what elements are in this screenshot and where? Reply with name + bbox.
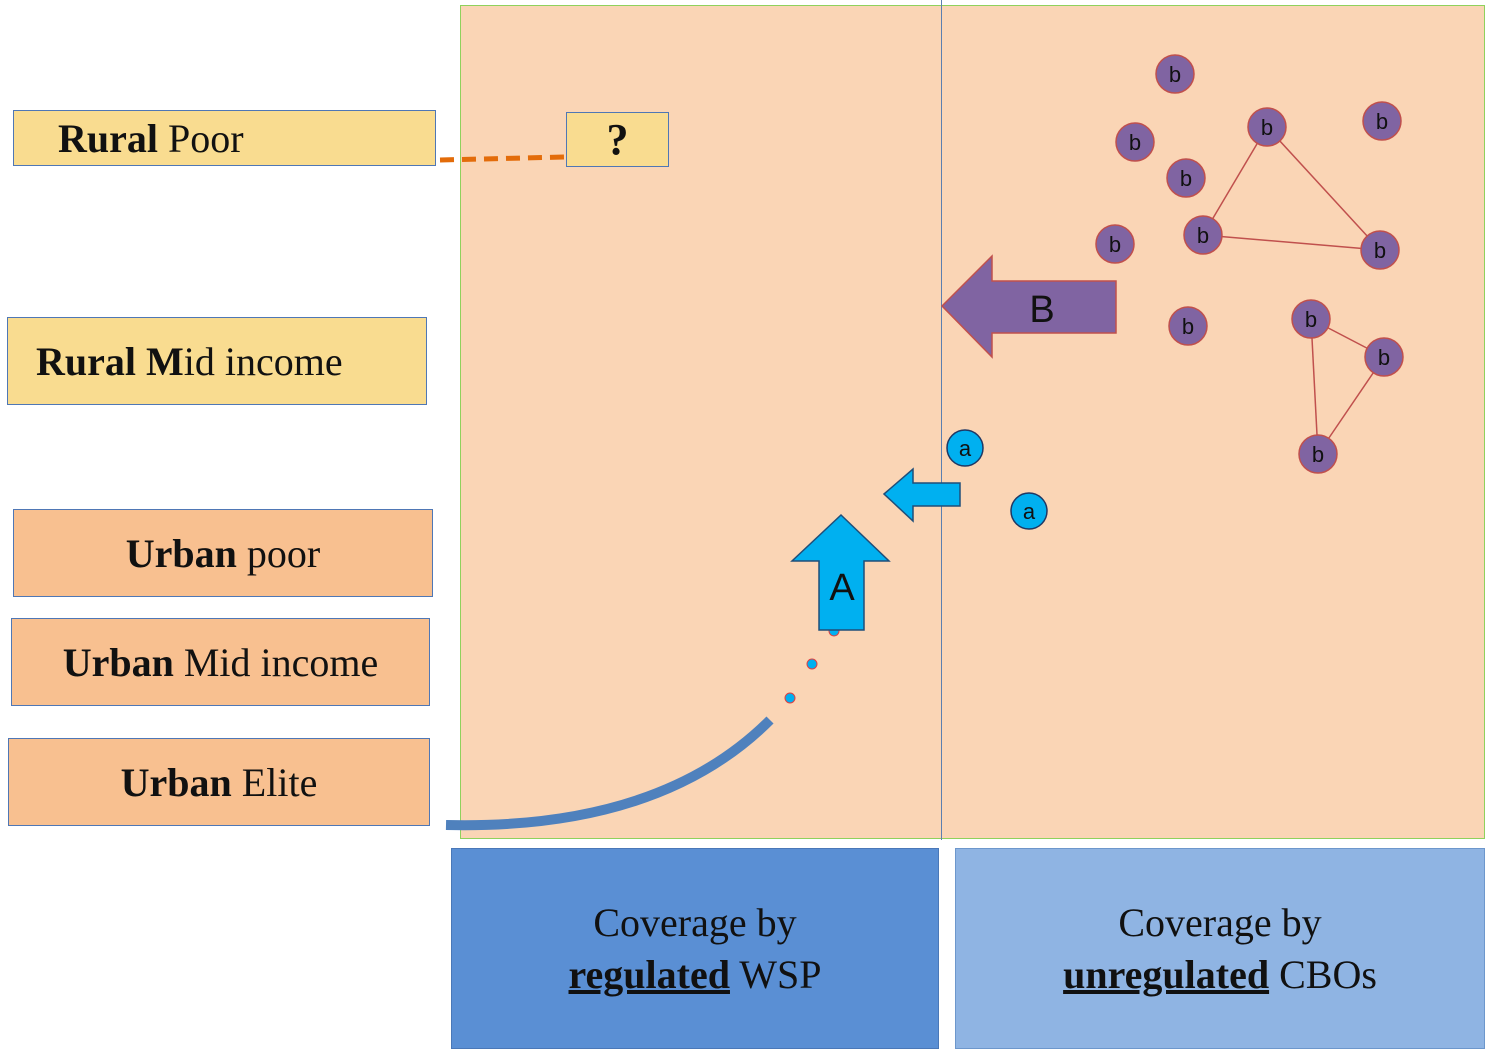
question-box: ? — [566, 112, 669, 167]
arrow-a — [790, 513, 891, 631]
urban-elite-bold: Urban — [120, 759, 232, 805]
urban-poor-bold: Urban — [125, 530, 237, 576]
b-node-label: b — [1261, 115, 1273, 140]
b-node — [1115, 122, 1155, 162]
b-node-label: b — [1376, 109, 1388, 134]
urban-mid-bold: Urban — [62, 639, 174, 685]
b-node-label: b — [1109, 232, 1121, 257]
b-node — [1095, 224, 1135, 264]
regulated-coverage-box: Coverage by regulated WSP — [451, 848, 939, 1049]
urban-poor-rest: poor — [236, 530, 321, 576]
unregulated-line1: Coverage by — [1118, 899, 1322, 945]
urban-poor-label: Urban poor — [13, 509, 433, 597]
rural-mid-rest: id income — [183, 338, 343, 384]
a-node-label: a — [1023, 499, 1036, 524]
unregulated-coverage-box: Coverage by unregulated CBOs — [955, 848, 1485, 1049]
b-node — [1247, 107, 1287, 147]
b-node-label: b — [1169, 62, 1181, 87]
arrow-b — [940, 254, 1117, 359]
b-node — [1298, 434, 1338, 474]
dashed-connector — [439, 154, 566, 163]
unregulated-rest: CBOs — [1269, 951, 1377, 997]
regulated-unregulated-divider — [941, 0, 942, 840]
regulated-line1: Coverage by — [593, 899, 797, 945]
urban-mid-rest: Mid income — [173, 639, 379, 685]
b-node-label: b — [1374, 238, 1386, 263]
rural-poor-rest: Poor — [158, 115, 244, 161]
question-mark: ? — [606, 115, 629, 164]
trail-dot — [806, 658, 818, 670]
b-nodes: b b b b b b b b b b b b — [1095, 54, 1404, 474]
b-node-label: b — [1180, 166, 1192, 191]
b-node — [1166, 158, 1206, 198]
urban-mid-income-label: Urban Mid income — [11, 618, 430, 706]
regulated-line2: regulated WSP — [569, 949, 822, 1001]
a-node — [946, 429, 984, 467]
a-node-label: a — [959, 436, 972, 461]
b-node — [1168, 306, 1208, 346]
rural-mid-bold: Rural M — [36, 338, 184, 384]
a-nodes: a a — [946, 429, 1048, 530]
b-node — [1155, 54, 1195, 94]
b-node-label: b — [1197, 223, 1209, 248]
small-left-arrow — [882, 467, 961, 523]
b-node-label: b — [1305, 307, 1317, 332]
arrow-a-label: A — [829, 567, 855, 609]
regulated-rest: WSP — [729, 951, 822, 997]
trail-dot — [784, 692, 796, 704]
unregulated-line2: unregulated CBOs — [1063, 949, 1377, 1001]
b-node — [1183, 215, 1223, 255]
unregulated-bold: unregulated — [1063, 951, 1270, 997]
b-node-label: b — [1378, 345, 1390, 370]
a-node — [1010, 492, 1048, 530]
b-node-label: b — [1182, 314, 1194, 339]
b-node-label: b — [1129, 130, 1141, 155]
rural-poor-bold: Rural — [58, 115, 158, 161]
regulated-bold: regulated — [568, 951, 730, 997]
urban-elite-label: Urban Elite — [8, 738, 430, 826]
b-node — [1360, 230, 1400, 270]
b-node — [1362, 101, 1402, 141]
urban-elite-curve — [445, 716, 774, 831]
b-node — [1291, 299, 1331, 339]
b-network-edges — [1202, 126, 1385, 455]
b-node-label: b — [1312, 442, 1324, 467]
b-node — [1364, 337, 1404, 377]
arrow-b-label: B — [1029, 289, 1054, 331]
urban-elite-rest: Elite — [231, 759, 318, 805]
rural-poor-label: Rural Poor — [13, 110, 436, 166]
